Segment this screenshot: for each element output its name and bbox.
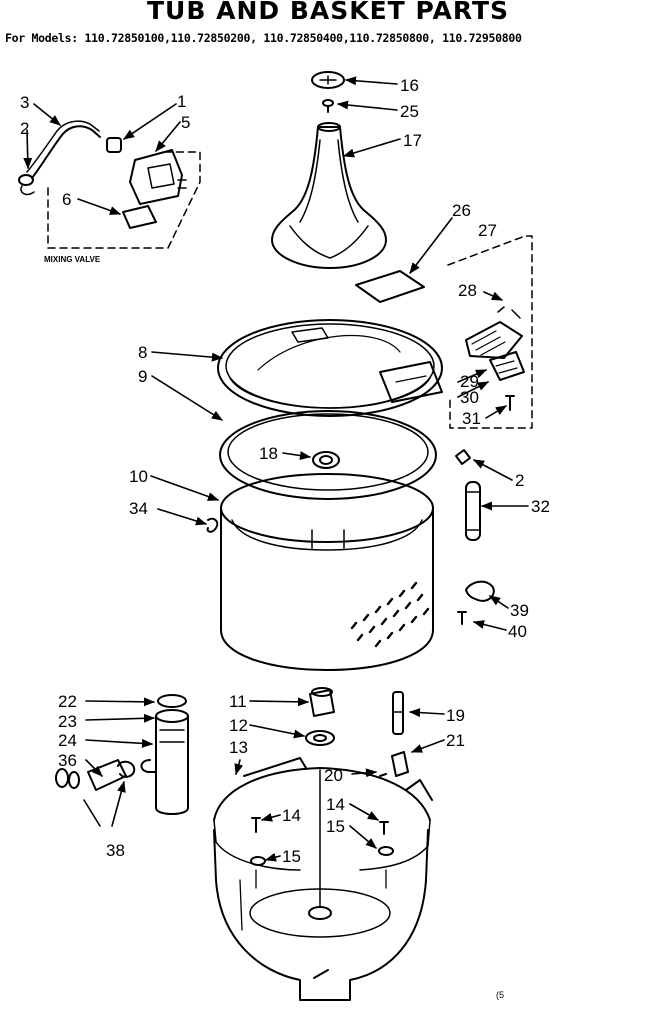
callout-24: 24 xyxy=(58,731,77,750)
tub-part xyxy=(220,473,434,671)
callout-27: 27 xyxy=(478,221,497,240)
mixing-valve-box xyxy=(47,151,201,249)
callout-40: 40 xyxy=(508,622,527,641)
callout-10: 10 xyxy=(129,467,148,486)
hose-fitting-part xyxy=(457,580,495,625)
callout-26: 26 xyxy=(452,201,471,220)
callout-13: 13 xyxy=(229,738,248,757)
agitator-bolt-part xyxy=(322,99,334,113)
agitator-cap-part xyxy=(311,71,345,89)
callout-19: 19 xyxy=(446,706,465,725)
page-mark: (5 xyxy=(496,990,504,1000)
callout-23: 23 xyxy=(58,712,77,731)
callout-14-right: 14 xyxy=(326,795,345,814)
hose-clamp-part xyxy=(455,449,471,465)
callout-34: 34 xyxy=(129,499,148,518)
callout-6: 6 xyxy=(62,190,71,209)
callout-16: 16 xyxy=(400,76,419,95)
leader-lines xyxy=(23,76,529,862)
pump-outlet-part xyxy=(55,694,189,815)
diagram-title: TUB AND BASKET PARTS xyxy=(146,0,510,25)
callout-3: 3 xyxy=(20,93,29,112)
callout-32: 32 xyxy=(531,497,550,516)
callout-9: 9 xyxy=(138,367,147,386)
gasket-part xyxy=(355,270,425,303)
callout-11: 11 xyxy=(229,692,247,711)
callout-18: 18 xyxy=(259,444,278,463)
callout-1: 1 xyxy=(177,92,186,111)
callout-2-hose: 2 xyxy=(515,471,524,490)
mixing-valve-bracket-part xyxy=(122,205,157,229)
callout-28: 28 xyxy=(458,281,477,300)
callout-36: 36 xyxy=(58,751,77,770)
callout-31: 31 xyxy=(462,409,481,428)
callout-29: 29 xyxy=(460,372,479,391)
callout-15-right: 15 xyxy=(326,817,345,836)
agitator-part xyxy=(271,122,387,269)
callout-labels: 16 25 17 3 1 5 2 6 26 27 28 8 9 29 30 31… xyxy=(20,76,550,1000)
callout-8: 8 xyxy=(138,343,147,362)
callout-20: 20 xyxy=(324,766,343,785)
basket-nut-part xyxy=(312,451,340,469)
mixing-valve-label: MIXING VALVE xyxy=(44,255,101,264)
callout-21: 21 xyxy=(446,731,465,750)
callout-25: 25 xyxy=(400,102,419,121)
pump-group-box xyxy=(447,235,533,429)
callout-17: 17 xyxy=(403,131,422,150)
callout-14-left: 14 xyxy=(282,806,301,825)
drain-hose-part xyxy=(465,481,481,541)
center-post-parts xyxy=(305,687,409,777)
hose-part xyxy=(18,120,101,196)
mixing-valve-part xyxy=(106,137,187,205)
pump-parts xyxy=(465,306,525,411)
clip-part xyxy=(206,517,219,533)
callout-22: 22 xyxy=(58,692,77,711)
tub-cover-part xyxy=(217,319,443,417)
callout-5: 5 xyxy=(181,113,190,132)
tub-ring-part xyxy=(219,410,437,500)
callout-30: 30 xyxy=(460,388,479,407)
callout-39: 39 xyxy=(510,601,529,620)
outer-tub-part xyxy=(213,757,433,1001)
callout-2-valve: 2 xyxy=(20,119,29,138)
callout-15-left: 15 xyxy=(282,847,301,866)
callout-12: 12 xyxy=(229,716,248,735)
callout-38: 38 xyxy=(106,841,125,860)
models-line: For Models: 110.72850100,110.72850200, 1… xyxy=(5,31,522,45)
